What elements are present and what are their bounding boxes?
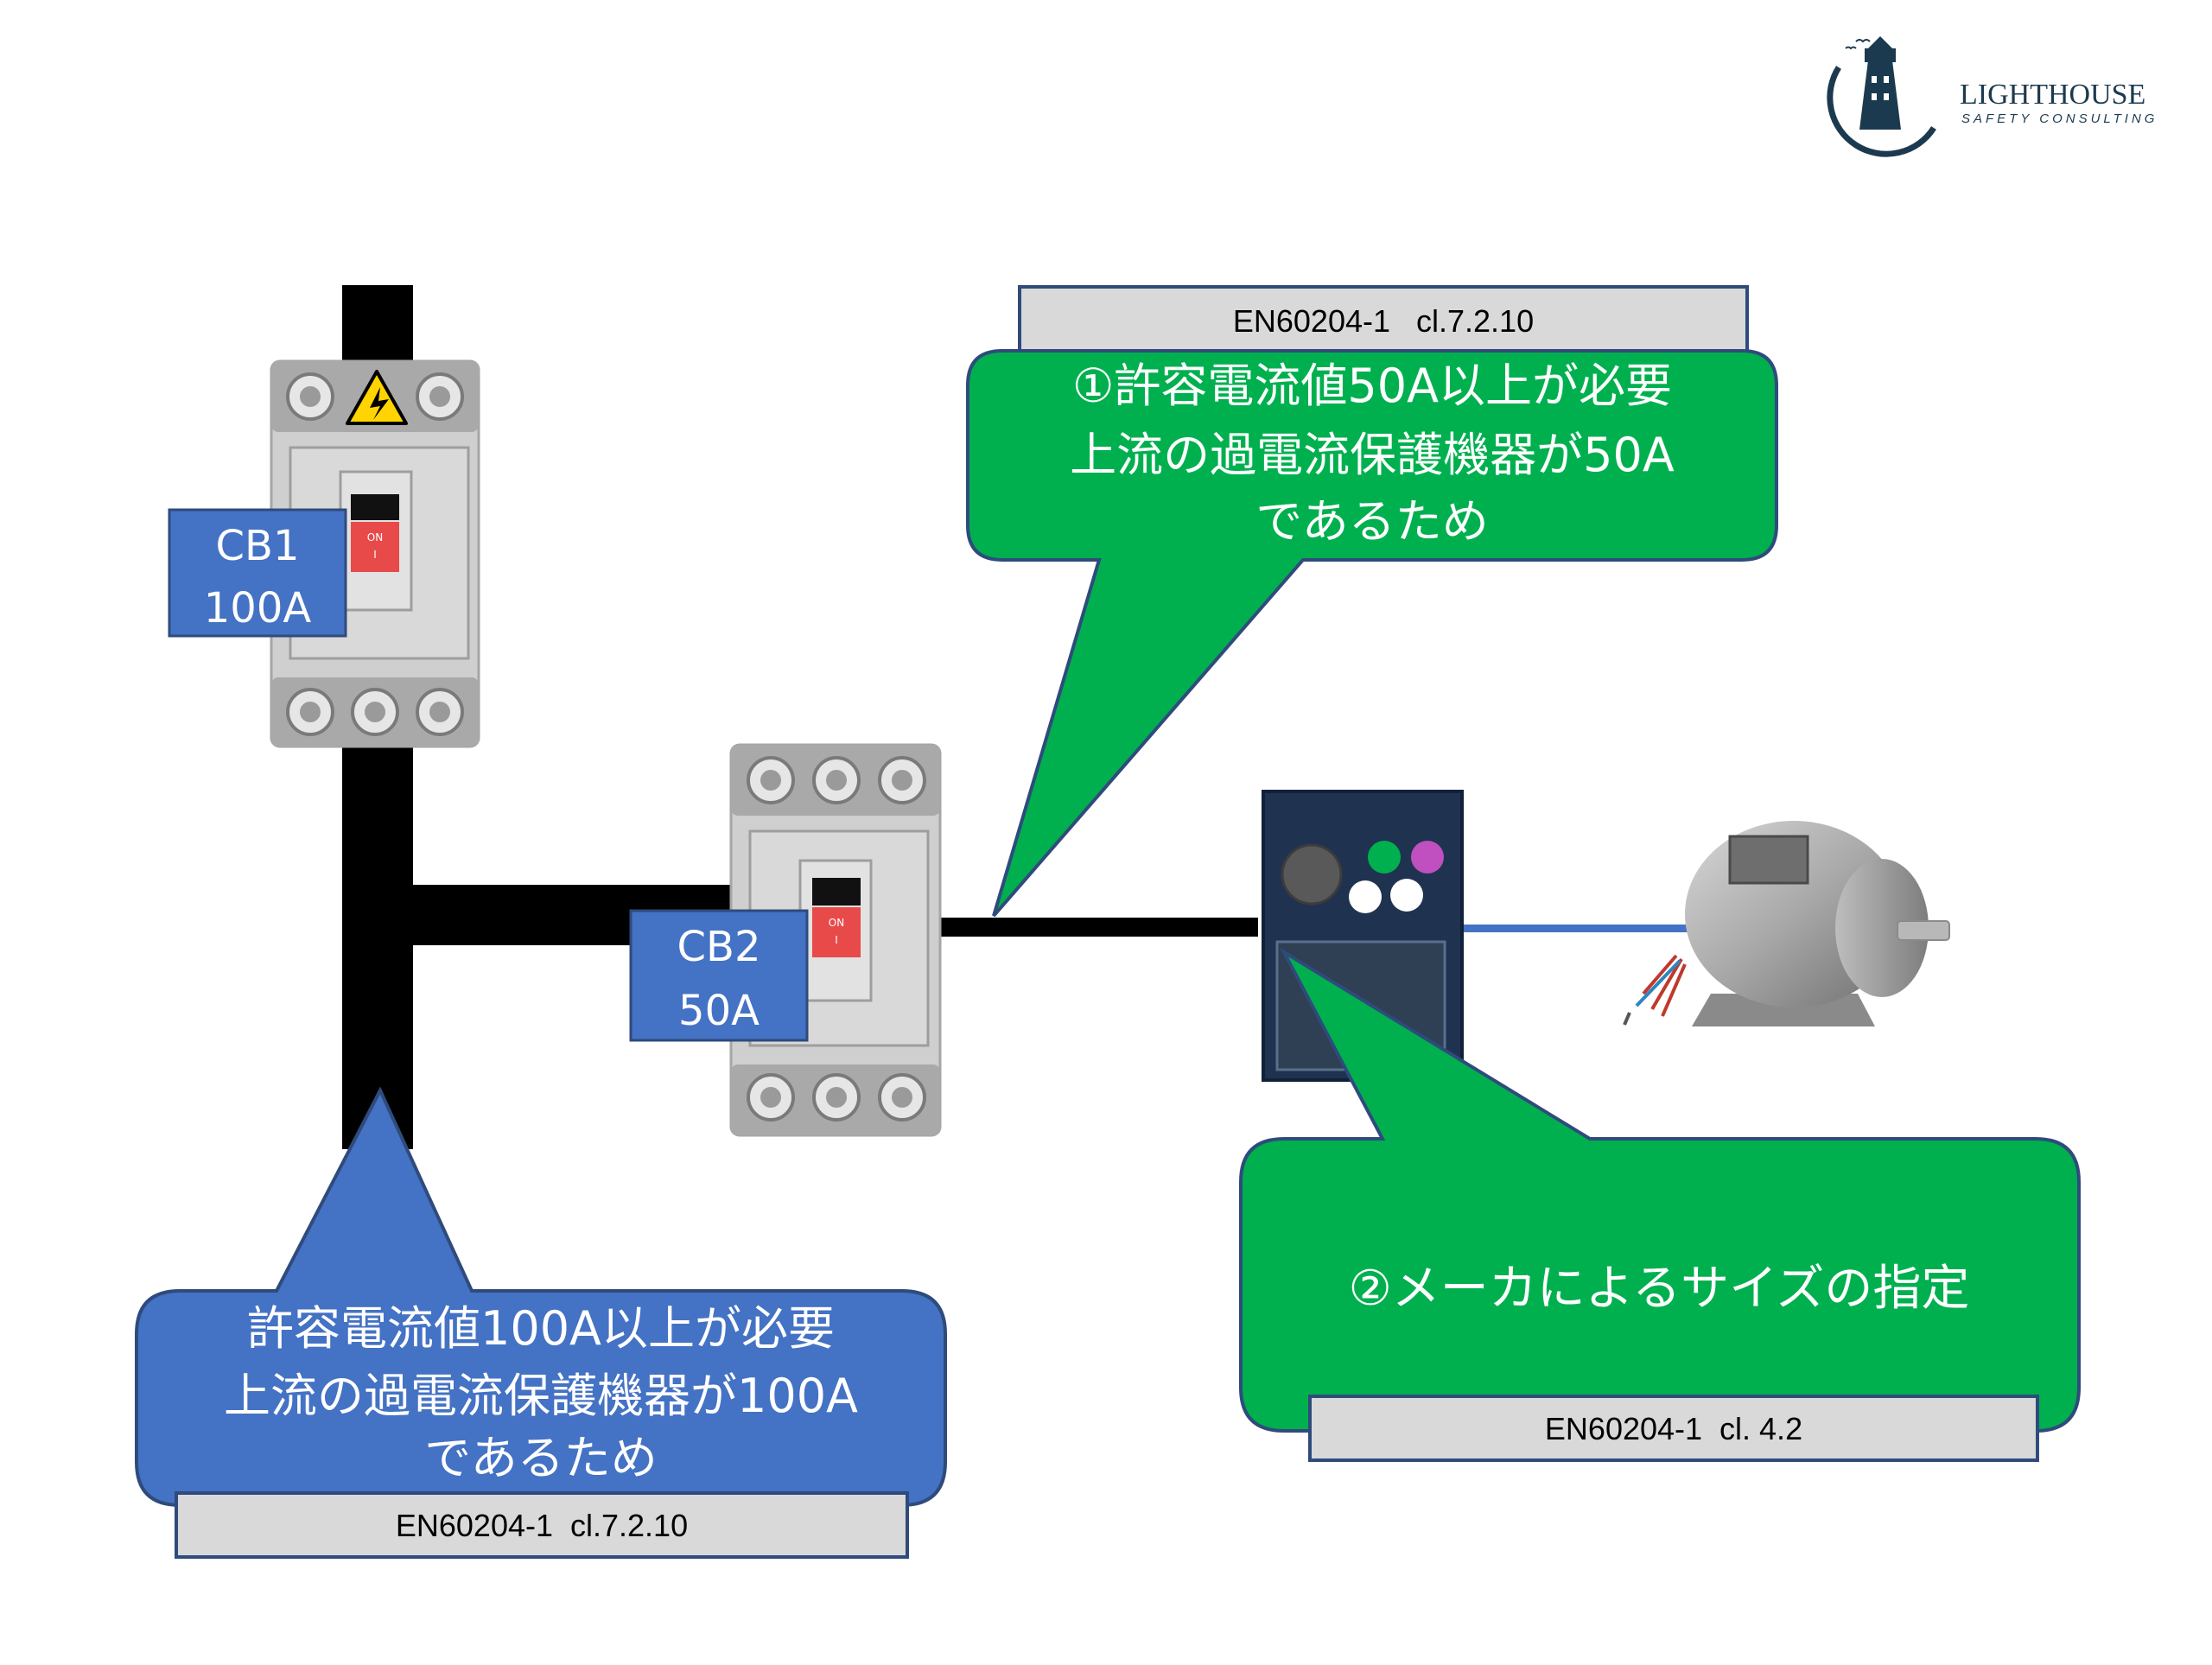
inverter-dial [1281,843,1343,906]
callout-line: 上流の過電流保護機器が100A [224,1369,858,1423]
cb1-rating: 100A [204,584,312,632]
callout-cb2-requirement: EN60204-1 cl.7.2.10 ①許容電流値50A以上が必要 上流の過電… [966,285,1778,918]
logo-name: LIGHTHOUSE [1960,79,2145,111]
cb1-label: CB1 100A [168,508,347,638]
switch-i-label: I [835,934,838,946]
terminal-screws-top [286,372,464,421]
reference-box [1308,1395,2039,1462]
reference-box [1018,285,1749,354]
motor-nameplate [1728,835,1809,885]
motor [1623,821,1950,1026]
inverter-drive [1262,790,1464,1082]
cb2-label: CB2 50A [629,909,809,1042]
logo-tagline: SAFETY CONSULTING [1961,111,2158,126]
terminal-screws-bottom [747,1073,926,1122]
switch-lever-on[interactable] [351,522,399,572]
switch-on-label: ON [367,531,383,543]
breaker-cb1: ON I [270,359,480,748]
callout-line: 上流の過電流保護機器が50A [1070,428,1675,482]
callout-line: であるため [424,1431,657,1485]
breaker-cb2: ON I [729,743,942,1137]
switch-i-label: I [373,549,377,561]
switch-lever-top [812,878,861,906]
motor-shaft [1897,920,1950,941]
callout-line: ①許容電流値50A以上が必要 [1072,359,1672,413]
cb2-name: CB2 [677,923,761,971]
terminal-screws-top [747,756,926,804]
lighthouse-icon [1827,36,1936,157]
cb2-to-inverter-cable [938,918,1258,937]
lighthouse-logo: LIGHTHOUSE SAFETY CONSULTING [1827,36,2158,157]
terminal-screws-bottom [286,688,464,736]
cb1-name: CB1 [216,522,300,570]
callout-line: 許容電流値100A以上が必要 [247,1301,835,1356]
inverter-button-purple [1411,841,1444,874]
callout-inverter-size: ②メーカによるサイズの指定 EN60204-1 cl. 4.2 [1239,947,2081,1462]
reference-text: EN60204-1 cl.7.2.10 [396,1508,688,1543]
reference-text: EN60204-1 cl.7.2.10 [1233,303,1534,339]
inverter-button-white [1390,879,1423,912]
inverter-button-green [1368,841,1401,874]
inverter-button-white [1349,880,1382,913]
high-voltage-warning-icon [346,370,408,425]
switch-on-label: ON [829,917,844,929]
callout-line: ②メーカによるサイズの指定 [1349,1261,1970,1317]
reference-box [175,1491,909,1559]
inverter-to-motor-cable [1450,925,1692,932]
switch-lever-top [351,494,399,520]
callout-line: であるため [1255,494,1488,549]
cb2-rating: 50A [678,987,760,1035]
reference-text: EN60204-1 cl. 4.2 [1545,1411,1802,1446]
switch-lever-on[interactable] [812,907,861,957]
callout-cb1-requirement: 許容電流値100A以上が必要 上流の過電流保護機器が100A であるため EN6… [135,1086,947,1559]
